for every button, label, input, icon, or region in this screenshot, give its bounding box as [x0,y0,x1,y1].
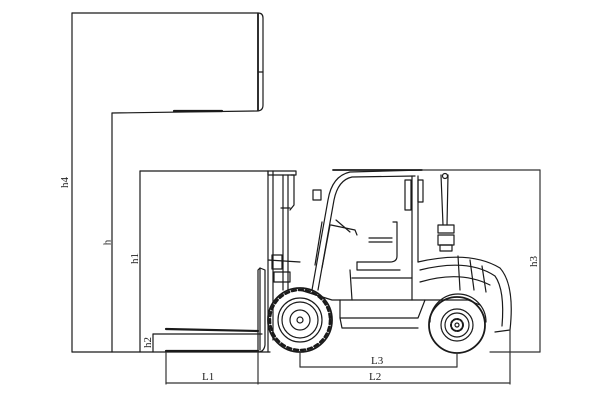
label-L1: L1 [202,371,215,383]
label-L3: L3 [371,355,384,367]
mast [267,170,301,353]
horizontal-dimension-lines [165,329,511,385]
label-h3: h3 [528,256,540,267]
h4-dimension-lines [71,12,264,353]
forks [164,267,266,353]
steering-wheel [312,189,358,269]
label-h2: h2 [142,337,154,348]
chassis-body [299,255,512,333]
label-h4: h4 [59,177,71,188]
h1-dimension-lines [139,170,269,353]
label-L2: L2 [369,371,382,383]
exhaust-stack [437,172,455,252]
rear-wheel [428,293,487,354]
h3-dimension-lines [421,169,541,353]
label-h: h [101,239,114,246]
overhead-guard [311,169,424,291]
label-h1: h1 [129,253,141,264]
seat [356,221,401,271]
h2-dimension-lines [152,333,263,353]
front-wheel [267,287,333,353]
